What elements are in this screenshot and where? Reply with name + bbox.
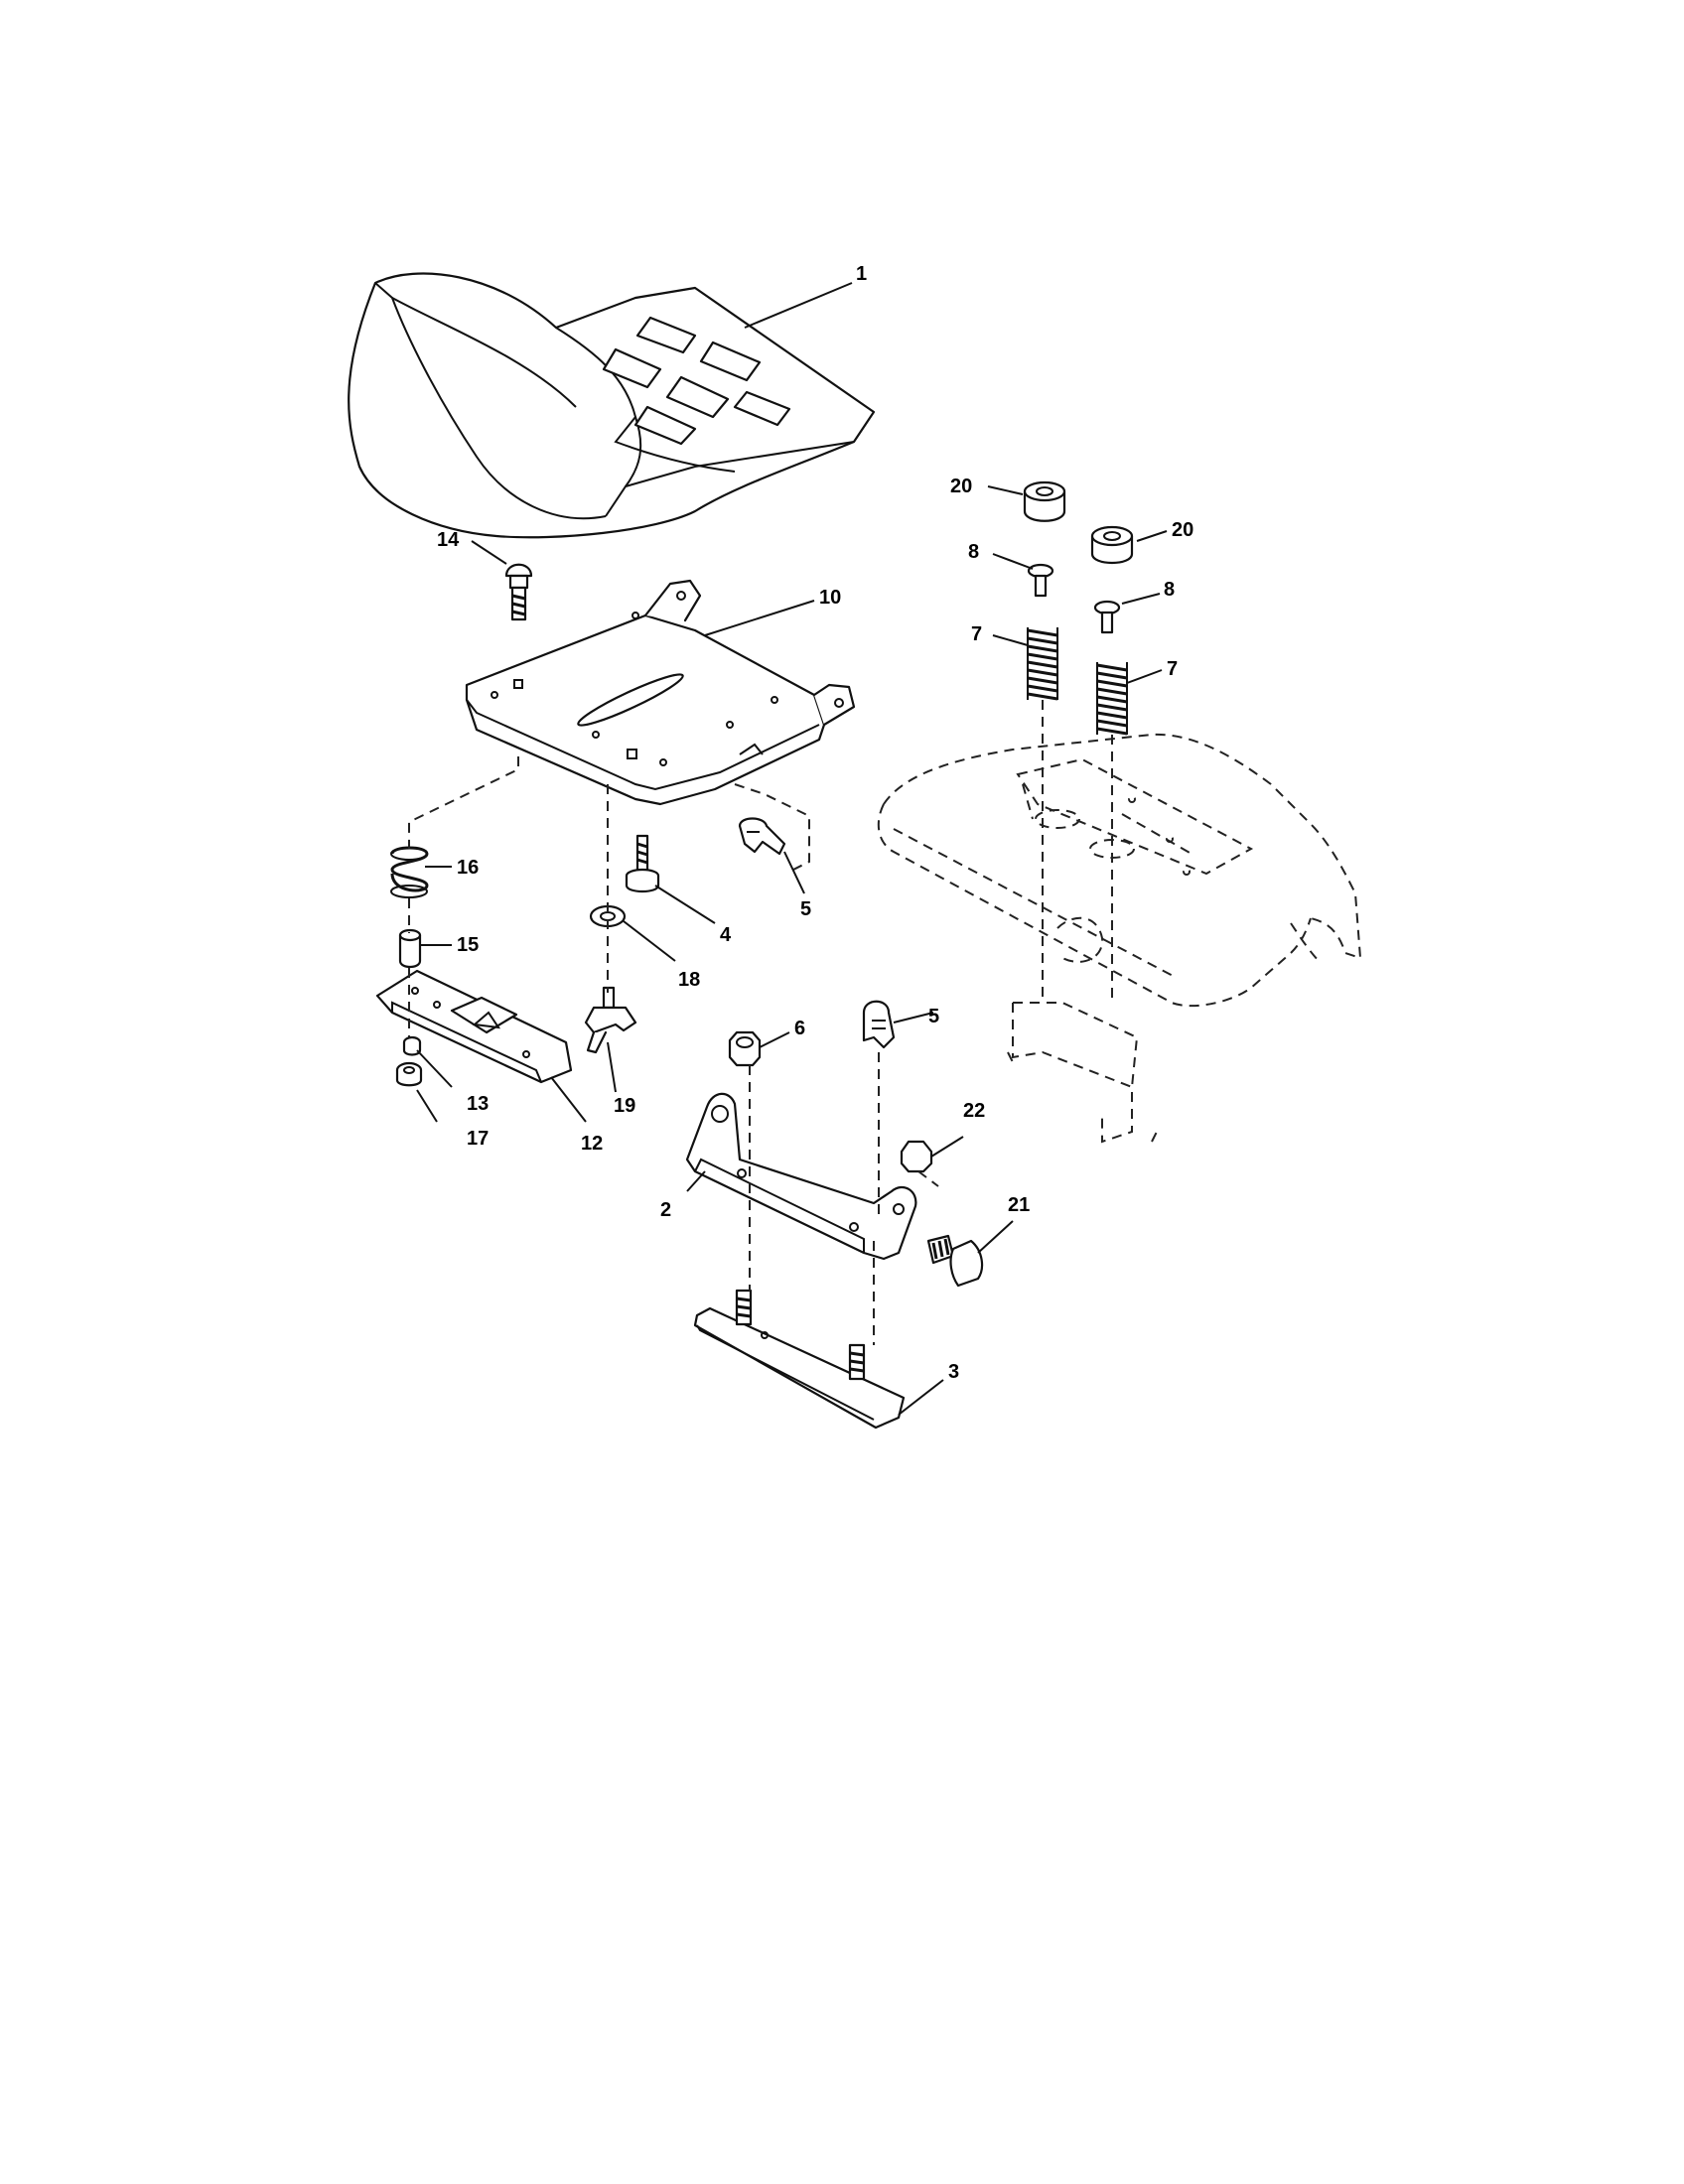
- callout-20-right: 20: [1172, 519, 1193, 541]
- bolt-right-part: [1093, 600, 1121, 634]
- callout-22: 22: [963, 1100, 985, 1122]
- carriage-bolt-part: [504, 563, 533, 621]
- callout-15: 15: [457, 934, 479, 956]
- seat-pan-part: [465, 579, 856, 806]
- leader-lines: [416, 282, 1168, 1416]
- callout-7-right: 7: [1167, 658, 1178, 680]
- callout-8-left: 8: [968, 541, 979, 563]
- base-plate-part: [693, 1289, 906, 1430]
- callout-19: 19: [614, 1095, 635, 1117]
- hex-nut-part: [728, 1030, 762, 1067]
- callout-5-lower: 5: [928, 1006, 939, 1027]
- callout-3: 3: [948, 1361, 959, 1383]
- bracket-part: [685, 1092, 917, 1261]
- shoulder-bolt-21-part: [926, 1234, 984, 1288]
- callout-16: 16: [457, 857, 479, 879]
- callout-21: 21: [1008, 1194, 1030, 1216]
- flange-nut-17-part: [395, 1061, 423, 1087]
- clip-lower-part: [862, 1000, 896, 1049]
- frame-reference: [877, 733, 1362, 1144]
- bushing-right-part: [1090, 525, 1134, 565]
- callout-13: 13: [467, 1093, 489, 1115]
- shoulder-bolt-part: [625, 834, 660, 893]
- spring-right-part: [1096, 660, 1128, 736]
- callout-1: 1: [856, 263, 867, 285]
- callout-4: 4: [720, 924, 732, 946]
- seat-part: [348, 272, 876, 539]
- callout-5-upper: 5: [800, 898, 811, 920]
- callout-10: 10: [819, 587, 841, 609]
- callout-labels: 1 2 3 4 5 5 6 7 7 8 8 10 12 13 14 15 16 …: [437, 263, 1193, 1383]
- callout-8-right: 8: [1164, 579, 1175, 601]
- callout-2: 2: [660, 1199, 671, 1221]
- callout-17: 17: [467, 1128, 489, 1150]
- assembly-lines: [408, 700, 1113, 1345]
- callout-6: 6: [794, 1018, 805, 1039]
- slide-plate-part: [375, 969, 573, 1084]
- bushing-left-part: [1023, 480, 1066, 522]
- adjust-knob-part: [584, 986, 637, 1054]
- callout-20-left: 20: [950, 476, 972, 497]
- callout-14: 14: [437, 529, 460, 551]
- callout-12: 12: [581, 1133, 603, 1155]
- spacer-15-part: [398, 928, 422, 969]
- callout-18: 18: [678, 969, 700, 991]
- bolt-left-part: [1027, 563, 1054, 598]
- lock-nut-part: [900, 1140, 933, 1173]
- spring-left-part: [1027, 625, 1058, 701]
- clip-upper-part: [738, 817, 786, 856]
- nut-13-part: [402, 1035, 422, 1056]
- small-spring-part: [390, 846, 429, 898]
- callout-7-left: 7: [971, 623, 982, 645]
